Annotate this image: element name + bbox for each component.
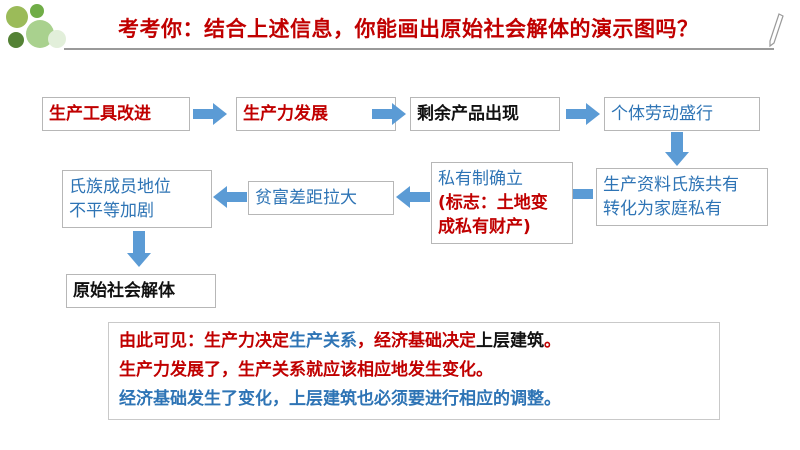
conclusion-box: 由此可见：生产力决定生产关系，经济基础决定上层建筑。 生产力发展了，生产关系就应… <box>108 322 720 420</box>
node-individual-labor: 个体劳动盛行 <box>604 97 760 131</box>
arrow-right-icon <box>566 103 600 125</box>
node-member-inequality: 氏族成员地位 不平等加剧 <box>62 170 212 228</box>
arrow-right-icon <box>193 103 227 125</box>
conclusion-line-2: 生产力发展了，生产关系就应该相应地发生变化。 <box>119 360 493 380</box>
conclusion-line-1: 由此可见：生产力决定生产关系，经济基础决定上层建筑。 <box>119 331 561 351</box>
pen-icon <box>769 13 784 48</box>
node-surplus-products: 剩余产品出现 <box>410 97 560 131</box>
decorative-circles-icon <box>0 0 66 48</box>
arrow-down-icon <box>665 132 689 166</box>
node-society-dissolution: 原始社会解体 <box>66 274 216 308</box>
conclusion-line-3: 经济基础发生了变化，上层建筑也必须要进行相应的调整。 <box>119 389 561 409</box>
page-title: 考考你：结合上述信息，你能画出原始社会解体的演示图吗？ <box>118 17 699 41</box>
arrow-down-icon <box>127 231 151 267</box>
arrow-left-icon <box>213 186 247 208</box>
node-productivity-development: 生产力发展 <box>236 97 396 131</box>
node-tool-improvement: 生产工具改进 <box>42 97 190 131</box>
arrow-left-icon <box>396 186 430 208</box>
arrow-right-icon <box>372 103 406 125</box>
node-means-of-production: 生产资料氏族共有 转化为家庭私有 <box>596 168 768 226</box>
node-wealth-gap: 贫富差距拉大 <box>248 181 394 215</box>
node-private-ownership: 私有制确立 (标志：土地变 成私有财产) <box>431 162 573 244</box>
title-divider <box>64 48 774 50</box>
